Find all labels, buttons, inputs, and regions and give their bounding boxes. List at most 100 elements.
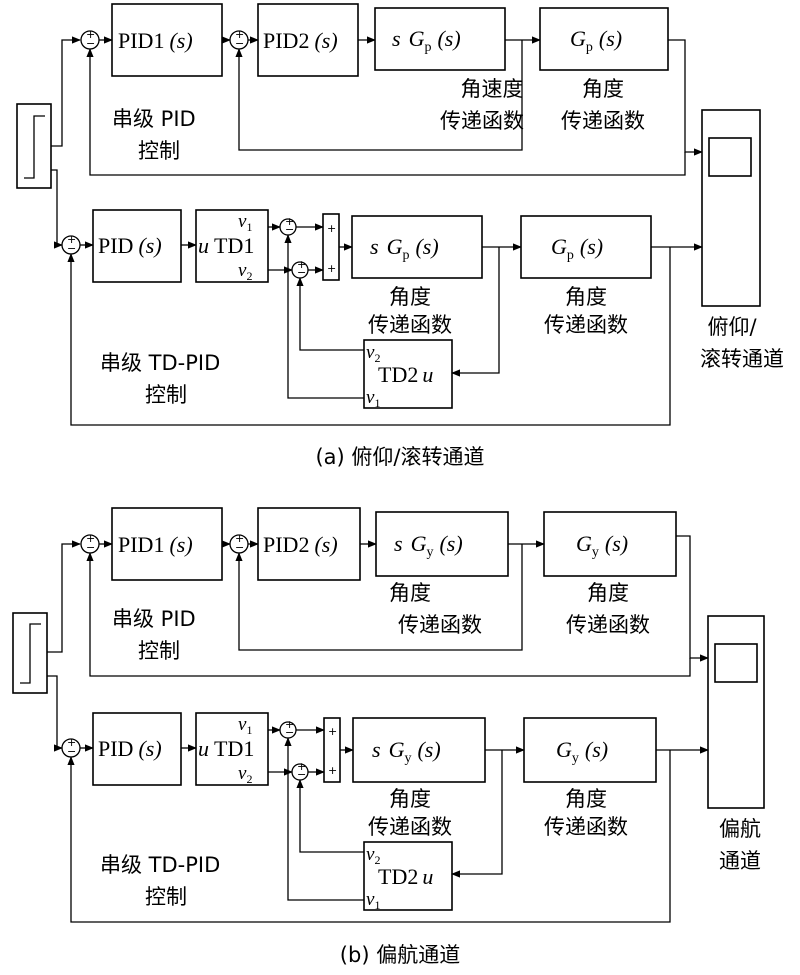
scope-label: 偏航 — [719, 817, 761, 841]
svg-text:v2: v2 — [238, 763, 252, 786]
angle-transfer-block — [523, 717, 657, 783]
caption-a: (a) 俯仰/滚转通道 — [315, 445, 484, 469]
block-label: 角度 — [587, 581, 629, 605]
caption-b: (b) 偏航通道 — [340, 943, 460, 967]
scope-b: 偏航 通道 — [707, 615, 765, 873]
plus-sign: + — [86, 28, 95, 41]
svg-text:v1: v1 — [238, 714, 252, 737]
svg-text:sGy(s): sGy(s) — [372, 737, 441, 766]
control-label: 串级 PID — [112, 107, 196, 131]
control-label: 控制 — [138, 639, 180, 663]
pid2-block — [257, 507, 361, 581]
plus-sign: + — [235, 532, 244, 545]
block-label: 角速度 — [461, 77, 524, 101]
block-label: 角度 — [389, 285, 431, 309]
svg-text:PID(s): PID(s) — [98, 233, 162, 258]
block-label: 角度 — [565, 285, 607, 309]
svg-text:Gp(s): Gp(s) — [551, 234, 603, 263]
minus-sign: − — [235, 541, 244, 554]
pid1-block — [111, 507, 223, 581]
block-label: 角度 — [389, 581, 431, 605]
minus-sign: − — [86, 37, 95, 50]
scope-label: 滚转通道 — [700, 347, 784, 371]
svg-text:sGy(s): sGy(s) — [394, 531, 463, 560]
td2-block — [363, 841, 453, 911]
pid2-block — [257, 3, 359, 77]
plus-sign: + — [86, 532, 95, 545]
step-source — [12, 612, 48, 694]
svg-text:sGp(s): sGp(s) — [370, 234, 439, 263]
plus-sign: + — [285, 215, 294, 228]
svg-text:Gy(s): Gy(s) — [556, 737, 608, 766]
plus-sign: + — [285, 718, 294, 731]
svg-text:v2: v2 — [366, 342, 380, 365]
angle-transfer-s-block — [351, 215, 483, 279]
minus-sign: − — [285, 726, 294, 739]
control-label: 控制 — [145, 885, 187, 909]
td1-block — [195, 712, 269, 786]
td2-block — [363, 339, 453, 409]
control-label: 控制 — [138, 139, 180, 163]
plus-sign: + — [327, 222, 336, 235]
angle-transfer-block — [543, 511, 677, 577]
block-label: 传递函数 — [368, 313, 452, 337]
minus-sign: − — [86, 541, 95, 554]
svg-text:PID(s): PID(s) — [98, 736, 162, 761]
block-label: 传递函数 — [398, 613, 482, 637]
minus-sign: − — [297, 266, 306, 279]
plus-sign: + — [297, 258, 306, 271]
scope-label: 俯仰/ — [707, 315, 757, 339]
block-label: 传递函数 — [368, 815, 452, 839]
minus-sign: − — [67, 745, 76, 758]
svg-text:Gp(s): Gp(s) — [570, 26, 622, 55]
angle-transfer-block — [539, 7, 669, 71]
plus-sign: + — [67, 233, 76, 246]
block-label: 角度 — [389, 787, 431, 811]
control-label: 串级 TD-PID — [100, 351, 220, 375]
svg-text:v2: v2 — [366, 844, 380, 867]
svg-text:v2: v2 — [238, 260, 252, 283]
pid-block — [92, 209, 182, 283]
svg-text:v1: v1 — [366, 387, 380, 410]
step-source — [16, 103, 52, 189]
block-label: 传递函数 — [544, 313, 628, 337]
block-label: 角度 — [582, 77, 624, 101]
plus-sign: + — [327, 262, 336, 275]
scope-a: 俯仰/ 滚转通道 — [700, 109, 784, 371]
td1-block — [195, 209, 269, 283]
plus-sign: + — [328, 725, 337, 738]
angle-transfer-block — [520, 215, 652, 279]
svg-text:v1: v1 — [366, 889, 380, 912]
minus-sign: − — [297, 768, 306, 781]
control-label: 控制 — [145, 383, 187, 407]
pid-block — [92, 712, 182, 786]
scope-label: 通道 — [719, 849, 761, 873]
svg-text:PID2(s): PID2(s) — [263, 532, 338, 557]
block-label: 传递函数 — [544, 815, 628, 839]
block-label: 传递函数 — [566, 613, 650, 637]
control-label: 串级 PID — [112, 607, 196, 631]
plus-sign: + — [67, 736, 76, 749]
block-label: 传递函数 — [440, 109, 524, 133]
svg-text:sGp(s): sGp(s) — [392, 26, 461, 55]
angular-rate-transfer-block — [374, 7, 506, 71]
svg-text:Gy(s): Gy(s) — [576, 531, 628, 560]
svg-text:PID1(s): PID1(s) — [118, 28, 193, 53]
control-label: 串级 TD-PID — [100, 853, 220, 877]
minus-sign: − — [285, 223, 294, 236]
angle-transfer-s-block — [352, 717, 486, 783]
plus-sign: + — [235, 28, 244, 41]
svg-text:PID2(s): PID2(s) — [263, 28, 338, 53]
block-label: 传递函数 — [561, 109, 645, 133]
minus-sign: − — [67, 242, 76, 255]
block-label: 角度 — [565, 787, 607, 811]
